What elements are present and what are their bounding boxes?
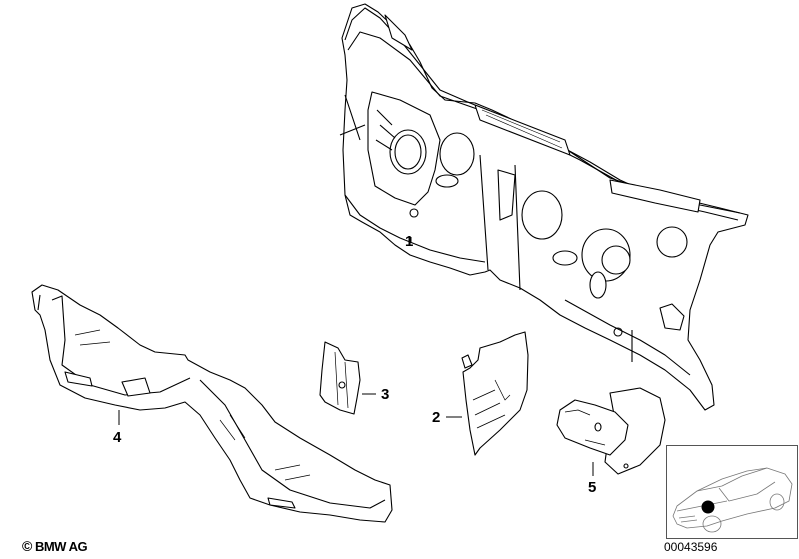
callout-part-5[interactable]: 5	[588, 479, 597, 496]
location-thumbnail	[666, 445, 798, 539]
document-number: 00043596	[664, 540, 718, 554]
callout-part-3[interactable]: 3	[381, 386, 390, 403]
callout-part-1[interactable]: 1	[405, 233, 414, 250]
car-outline-icon	[672, 467, 793, 533]
copyright-text: BMW AG	[34, 539, 88, 554]
callout-part-4[interactable]: 4	[113, 429, 122, 446]
copyright-notice: © BMW AG	[22, 538, 88, 554]
copyright-symbol: ©	[22, 538, 32, 554]
location-marker-icon	[701, 500, 715, 514]
callout-part-2[interactable]: 2	[432, 409, 441, 426]
